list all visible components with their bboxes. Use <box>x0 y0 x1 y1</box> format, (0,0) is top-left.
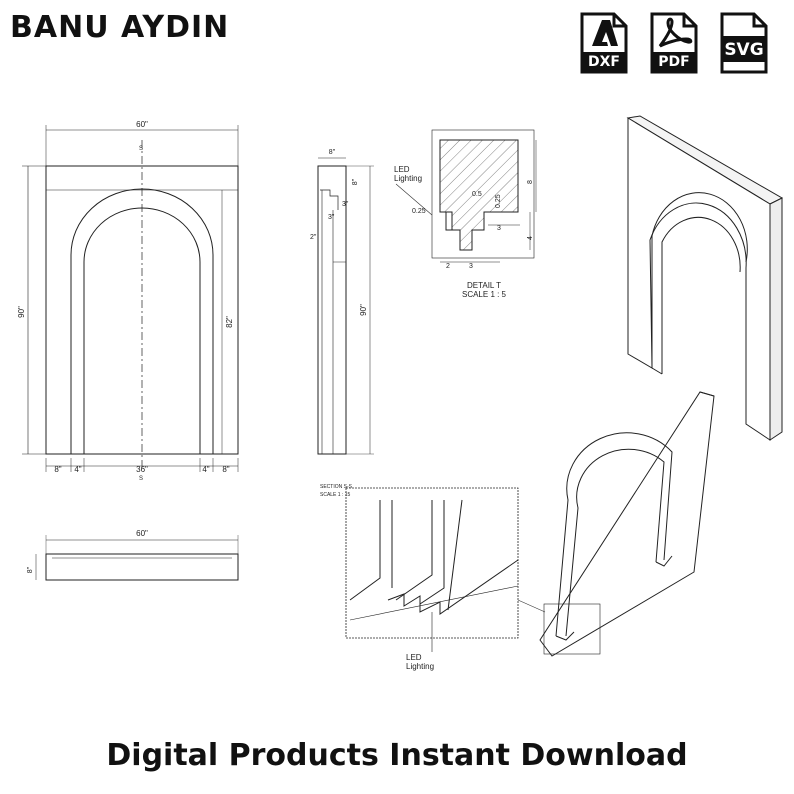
brand-title: BANU AYDIN <box>10 10 230 45</box>
dxf-badge: DXF <box>580 12 628 74</box>
detail-dim-05: 0.5 <box>472 191 482 198</box>
front-width-label: 60" <box>136 120 148 129</box>
front-inner-height-label: 82" <box>225 316 234 328</box>
section-view <box>345 487 519 652</box>
detail-dim-3a: 3 <box>497 225 501 232</box>
detail-dim-2: 2 <box>446 263 450 270</box>
file-format-badges: DXF PDF SVG <box>580 12 768 74</box>
footer-tagline: Digital Products Instant Download <box>106 738 688 773</box>
pdf-badge: PDF <box>650 12 698 74</box>
top-width-label: 60" <box>136 529 148 538</box>
detail-dim-025b: 0.25 <box>495 194 502 208</box>
front-height-label: 90" <box>17 306 26 318</box>
front-dim-1: 8" <box>54 465 61 474</box>
front-dim-4: 4" <box>202 465 209 474</box>
front-view <box>22 125 239 472</box>
detail-dim-3b: 3 <box>469 263 473 270</box>
adobe-icon <box>592 20 618 46</box>
side-offset-label: 2" <box>310 234 317 241</box>
side-profile-label: 8" <box>352 178 359 185</box>
detail-scale: SCALE 1 : 5 <box>462 290 507 299</box>
front-dim-3: 36" <box>136 465 148 474</box>
pdf-label: PDF <box>658 54 690 70</box>
acrobat-icon <box>658 17 693 48</box>
front-outer-frame <box>45 165 239 455</box>
isometric-view-upper <box>626 115 784 441</box>
detail-dim-025a: 0.25 <box>412 208 426 215</box>
svg-badge: SVG <box>720 12 768 74</box>
svg-label: SVG <box>724 40 764 60</box>
front-dim-5: 8" <box>222 465 229 474</box>
detail-dim-4: 4 <box>527 236 534 240</box>
top-depth-label: 8" <box>27 566 34 573</box>
detail-dim-8: 8 <box>527 180 534 184</box>
detail-view <box>431 129 537 263</box>
side-view <box>317 157 374 455</box>
dxf-label: DXF <box>588 54 620 70</box>
top-view <box>35 535 239 581</box>
side-depth-label: 8" <box>329 149 336 156</box>
isometric-view-lower <box>539 391 715 657</box>
side-step-a: 3" <box>342 201 349 208</box>
section-title: SECTION S-S <box>320 484 353 490</box>
section-scale: SCALE 1 : 15 <box>320 492 351 498</box>
side-step-b: 3" <box>328 214 335 221</box>
front-top-center-mark: S <box>139 146 143 152</box>
front-center-mark: S <box>139 476 143 482</box>
side-height-label: 90" <box>359 304 368 316</box>
detail-title: DETAIL T <box>467 281 501 290</box>
front-dim-2: 4" <box>74 465 81 474</box>
